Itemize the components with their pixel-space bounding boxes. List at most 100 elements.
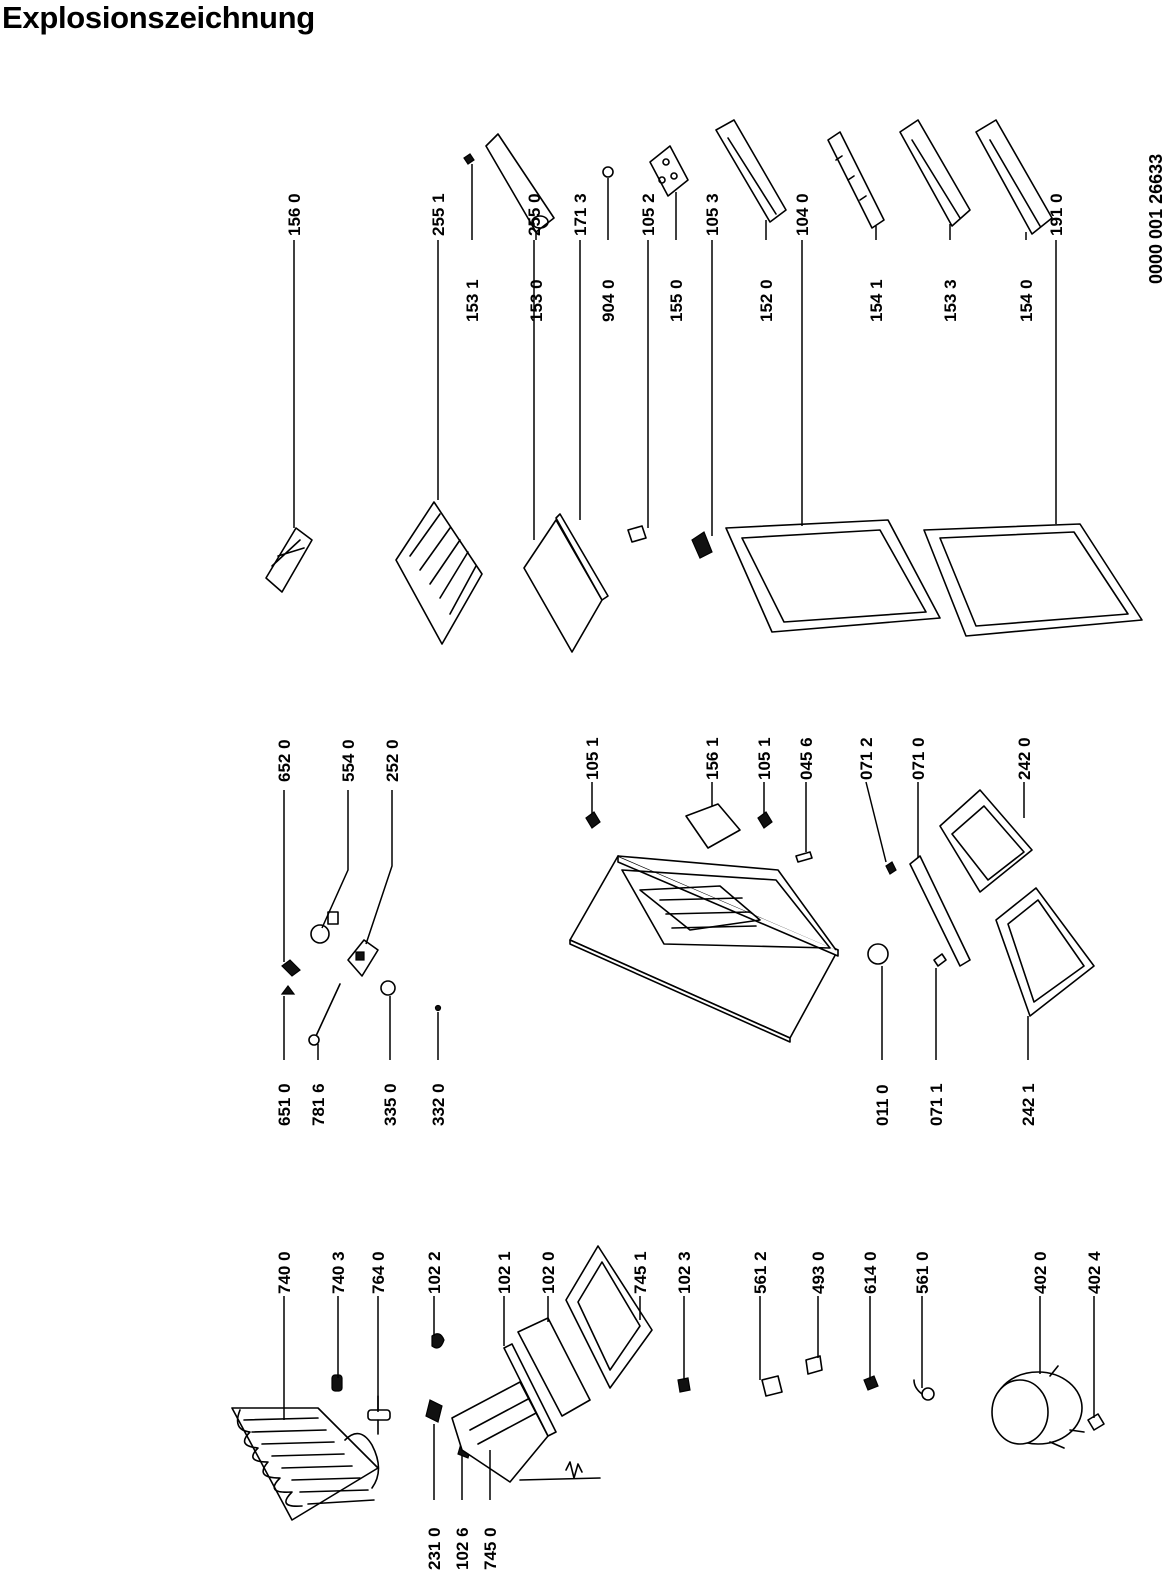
bracket-1022-part [431, 1333, 445, 1349]
callout-label: 255 1 [429, 193, 448, 236]
drip-tray-part [565, 1245, 653, 1389]
part-1051b [757, 811, 773, 829]
part-1531 [463, 153, 475, 165]
part-0456 [795, 851, 813, 863]
door-bin-1533-part [899, 119, 971, 227]
part-1053 [691, 531, 713, 559]
dryer-filter-part [367, 1395, 391, 1435]
part-1023 [677, 1377, 691, 1393]
callout-label: 242 1 [1019, 1083, 1038, 1126]
part-6140 [863, 1375, 879, 1391]
callout-label: 332 0 [429, 1083, 448, 1126]
callout-label: 335 0 [381, 1083, 400, 1126]
sensor-7816-part [308, 983, 341, 1046]
callout-label: 102 2 [425, 1251, 444, 1294]
part-1051a [585, 811, 601, 829]
callout-label: 493 0 [809, 1251, 828, 1294]
door-shelf-1530-part [485, 133, 555, 233]
callout-label: 102 6 [453, 1527, 472, 1570]
callout-label: 402 0 [1031, 1251, 1050, 1294]
part-4930 [805, 1355, 823, 1375]
drawer-2421-part [995, 887, 1095, 1017]
callout-label: 153 0 [527, 279, 546, 322]
callout-label: 740 0 [275, 1251, 294, 1294]
callout-label: 102 3 [675, 1251, 694, 1294]
callout-label: 071 1 [927, 1083, 946, 1126]
callout-label: 745 1 [631, 1251, 650, 1294]
leader-lines [283, 164, 1095, 1500]
door-bin-1520-part [715, 119, 787, 223]
clamp-part [331, 1374, 343, 1392]
callout-label: 231 0 [425, 1527, 444, 1570]
callout-label: 102 1 [495, 1251, 514, 1294]
callout-label: 171 3 [571, 193, 590, 236]
callout-label: 105 2 [639, 193, 658, 236]
part-3320 [434, 1004, 442, 1012]
box-1561-part [685, 803, 741, 849]
callout-label: 561 2 [751, 1251, 770, 1294]
callout-label: 071 2 [857, 737, 876, 780]
part-6510 [280, 985, 296, 995]
door-liner-1040-part [725, 519, 941, 633]
callout-labels: 740 0 740 3 764 0 102 2 102 1 102 0 745 … [275, 154, 1166, 1570]
cabinet-part [569, 855, 839, 1043]
callout-label: 740 3 [329, 1251, 348, 1294]
callout-label: 152 0 [757, 279, 776, 322]
callout-label: 153 1 [463, 279, 482, 322]
callout-label: 155 0 [667, 279, 686, 322]
flap-1020-part [517, 1317, 591, 1417]
page-title: Explosionszeichnung [2, 0, 315, 35]
callout-label: 764 0 [369, 1251, 388, 1294]
condenser-coil-part [231, 1407, 380, 1521]
part-2310 [425, 1399, 443, 1423]
callout-label: 561 0 [913, 1251, 932, 1294]
callout-label: 402 4 [1085, 1251, 1104, 1294]
knob-5540-part [310, 911, 339, 944]
callout-label: 904 0 [599, 279, 618, 322]
callout-label: 104 0 [793, 193, 812, 236]
part-0711 [933, 953, 947, 967]
part-1052 [627, 525, 647, 543]
part-4024 [1087, 1413, 1105, 1431]
callout-label: 156 1 [703, 737, 722, 780]
rack-1560-part [265, 527, 313, 593]
door-seal-1910-part [923, 523, 1143, 637]
callout-label: 011 0 [873, 1084, 892, 1126]
part-0712 [885, 861, 897, 875]
rail-0710-part [909, 855, 971, 967]
callout-label: 102 0 [539, 1251, 558, 1294]
part-5610 [913, 1379, 935, 1401]
callout-label: 154 1 [867, 279, 886, 322]
callout-label: 105 1 [583, 737, 602, 780]
callout-label: 651 0 [275, 1083, 294, 1126]
trim-1713-part [555, 513, 609, 601]
callout-label: 071 0 [909, 737, 928, 780]
callout-label: 745 0 [481, 1527, 500, 1570]
callout-label: 614 0 [861, 1251, 880, 1294]
drawer-2420-part [939, 789, 1033, 893]
callout-label: 652 0 [275, 739, 294, 782]
strip-1021-part [503, 1343, 557, 1437]
callout-label: 255 0 [525, 193, 544, 236]
callout-label: 045 6 [797, 737, 816, 780]
document-number: 0000 001 26633 [1146, 154, 1166, 284]
part-0110 [867, 943, 889, 965]
callout-label: 252 0 [383, 739, 402, 782]
callout-label: 781 6 [309, 1083, 328, 1126]
callout-label: 153 3 [941, 279, 960, 322]
part-5612 [761, 1375, 783, 1397]
part-3350 [380, 980, 396, 996]
callout-label: 105 1 [755, 737, 774, 780]
door-rail-1541-part [827, 131, 885, 229]
thermostat-housing-part [347, 939, 379, 977]
part-6520 [281, 959, 301, 977]
callout-label: 191 0 [1047, 193, 1066, 236]
callout-label: 554 0 [339, 739, 358, 782]
part-9040 [602, 166, 614, 178]
compressor-part [991, 1365, 1085, 1449]
callout-label: 154 0 [1017, 279, 1036, 322]
glass-shelf-2550-part [523, 519, 603, 653]
callout-label: 105 3 [703, 193, 722, 236]
callout-label: 156 0 [285, 193, 304, 236]
